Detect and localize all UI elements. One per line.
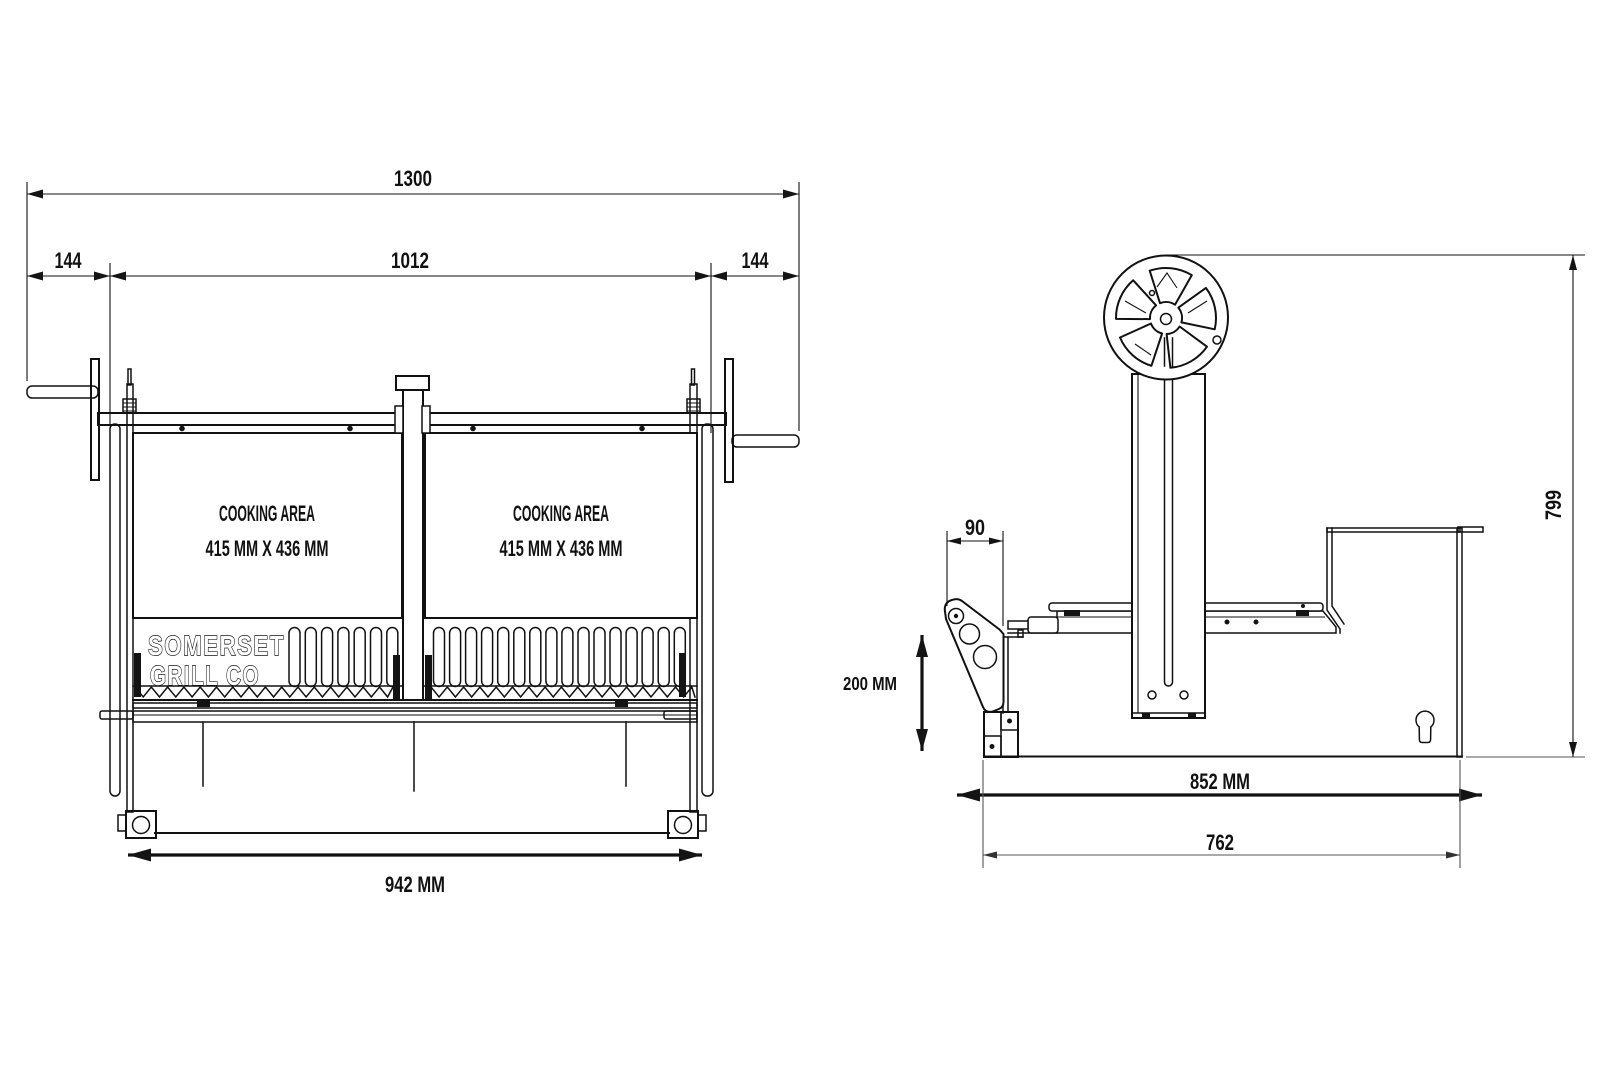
dim-total-height-label: 799 <box>1541 490 1566 520</box>
dim-total-depth-label: 852 MM <box>1190 769 1250 794</box>
dim-bracket-offset-label: 90 <box>965 515 985 540</box>
handwheel <box>1103 254 1229 381</box>
cooking-area-label-right: COOKING AREA <box>513 501 609 526</box>
grate-coils <box>133 626 696 699</box>
dim-firebox-height-label: 200 MM <box>843 674 897 694</box>
lift-column <box>1131 335 1206 719</box>
dim-left-overhang-label: 144 <box>55 248 83 273</box>
dim-base-width-label: 942 MM <box>385 872 445 897</box>
right-foot <box>667 810 707 839</box>
cooking-area-size-right: 415 MM X 436 MM <box>500 536 623 561</box>
brand-logo-line1: SOMERSET <box>148 630 285 661</box>
front-view: 1300 144 1012 144 COOKING AREA <box>26 166 800 897</box>
keyhole <box>1415 710 1435 744</box>
left-spit-handle <box>26 385 99 399</box>
cooking-panel-left <box>132 432 403 619</box>
dim-inner-width-label: 1012 <box>391 248 429 273</box>
right-spit-handle <box>731 434 800 448</box>
dim-total-width-label: 1300 <box>394 166 432 191</box>
brand-logo-line2: GRILL CO <box>150 660 260 691</box>
left-side-plate <box>109 423 121 797</box>
cooking-panel-right <box>424 432 698 619</box>
cooking-area-label-left: COOKING AREA <box>219 501 315 526</box>
dim-base-depth-label: 762 <box>1206 830 1234 855</box>
right-side-plate <box>701 423 714 797</box>
center-post <box>394 375 431 701</box>
side-view: 799 <box>843 254 1585 868</box>
left-foot <box>117 810 157 839</box>
front-extension-lines <box>26 182 800 433</box>
firebox-body <box>983 526 1484 758</box>
dim-right-overhang-label: 144 <box>742 248 770 273</box>
cooking-area-size-left: 415 MM X 436 MM <box>206 536 329 561</box>
firebox-dividers <box>202 721 627 792</box>
counterweight-bracket <box>943 598 1005 713</box>
side-foot <box>983 711 1019 758</box>
